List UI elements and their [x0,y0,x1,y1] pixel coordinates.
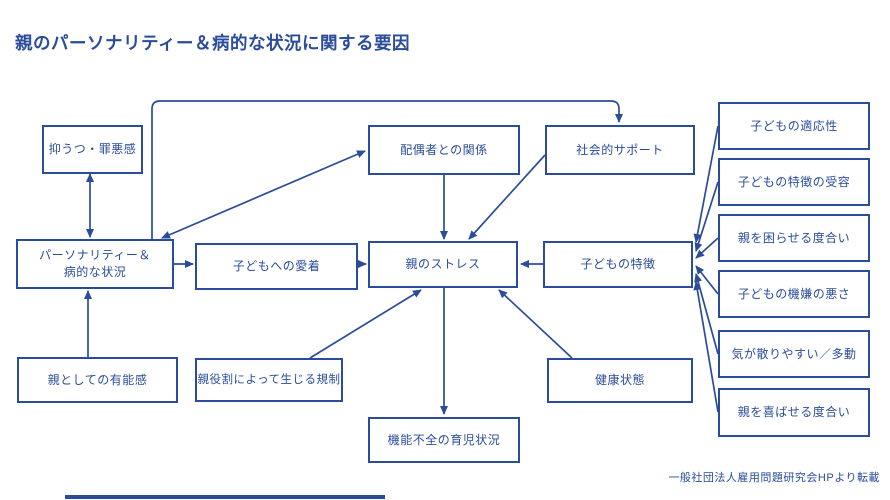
arrow-health-stress [498,289,573,359]
arrow-adaptability-childchar [693,125,719,243]
arrow-personality-social-support [151,100,623,239]
source-credit: 一般社団法人雇用問題研究会HPより転載 [668,472,880,484]
box-child-characteristics-label: 子どもの特徴 [580,257,656,272]
arrow-moodiness-childchar [695,265,719,295]
box-spouse: 配偶者との関係 [368,125,520,175]
arrow-restriction-stress [309,289,422,359]
box-troubling-parent: 親を困らせる度合い [718,214,870,262]
box-child-adaptability-label: 子どもの適応性 [750,118,838,133]
box-child-adaptability: 子どもの適応性 [718,102,870,150]
box-child-characteristics: 子どもの特徴 [543,241,693,288]
box-troubling-parent-label: 親を困らせる度合い [737,230,851,245]
arrow-social-support-stress [468,154,546,240]
box-health-label: 健康状態 [594,373,645,388]
box-parental-stress: 親のストレス [368,241,518,288]
box-dysfunctional-parenting: 機能不全の育児状況 [368,417,520,463]
box-child-moodiness-label: 子どもの機嫌の悪さ [737,286,851,301]
page-title: 親のパーソナリティー＆病的な状況に関する要因 [15,33,410,53]
box-child-moodiness: 子どもの機嫌の悪さ [718,270,870,318]
box-social-support: 社会的サポート [545,125,695,175]
arrow-troubling-childchar [695,237,719,259]
bottom-accent-bar [65,495,385,499]
box-personality: パーソナリティー＆ 病的な状況 [16,239,174,289]
box-parental-stress-label: 親のストレス [405,257,481,272]
box-social-support-label: 社会的サポート [576,142,664,157]
arrow-pleasing-childchar [693,281,719,413]
box-distractibility: 気が散りやすい／多動 [718,330,870,378]
box-dysfunctional-parenting-label: 機能不全の育児状況 [387,432,501,447]
box-pleasing-parent-label: 親を喜ばせる度合い [737,405,851,420]
box-personality-label-line2: 病的な状況 [63,265,127,279]
box-acceptance-of-traits-label: 子どもの特徴の受容 [737,174,851,189]
box-role-restriction: 親役割によって生じる規制 [195,358,343,402]
box-spouse-label: 配偶者との関係 [400,142,488,157]
arrow-acceptance-childchar [694,181,719,252]
box-acceptance-of-traits: 子どもの特徴の受容 [718,158,870,206]
box-attachment-label: 子どもへの愛着 [232,259,321,274]
box-distractibility-label: 気が散りやすい／多動 [731,346,857,361]
box-depression: 抑うつ・罪悪感 [42,125,143,174]
arrow-personality-spouse [161,150,366,239]
box-depression-label: 抑うつ・罪悪感 [48,142,137,157]
box-role-restriction-label: 親役割によって生じる規制 [197,373,341,386]
box-attachment: 子どもへの愛着 [195,243,358,290]
box-competence: 親としての有能感 [17,357,178,403]
box-health: 健康状態 [547,358,693,403]
box-competence-label: 親としての有能感 [47,372,148,387]
box-pleasing-parent: 親を喜ばせる度合い [718,388,870,437]
box-personality-label-line1: パーソナリティー＆ [39,248,151,263]
